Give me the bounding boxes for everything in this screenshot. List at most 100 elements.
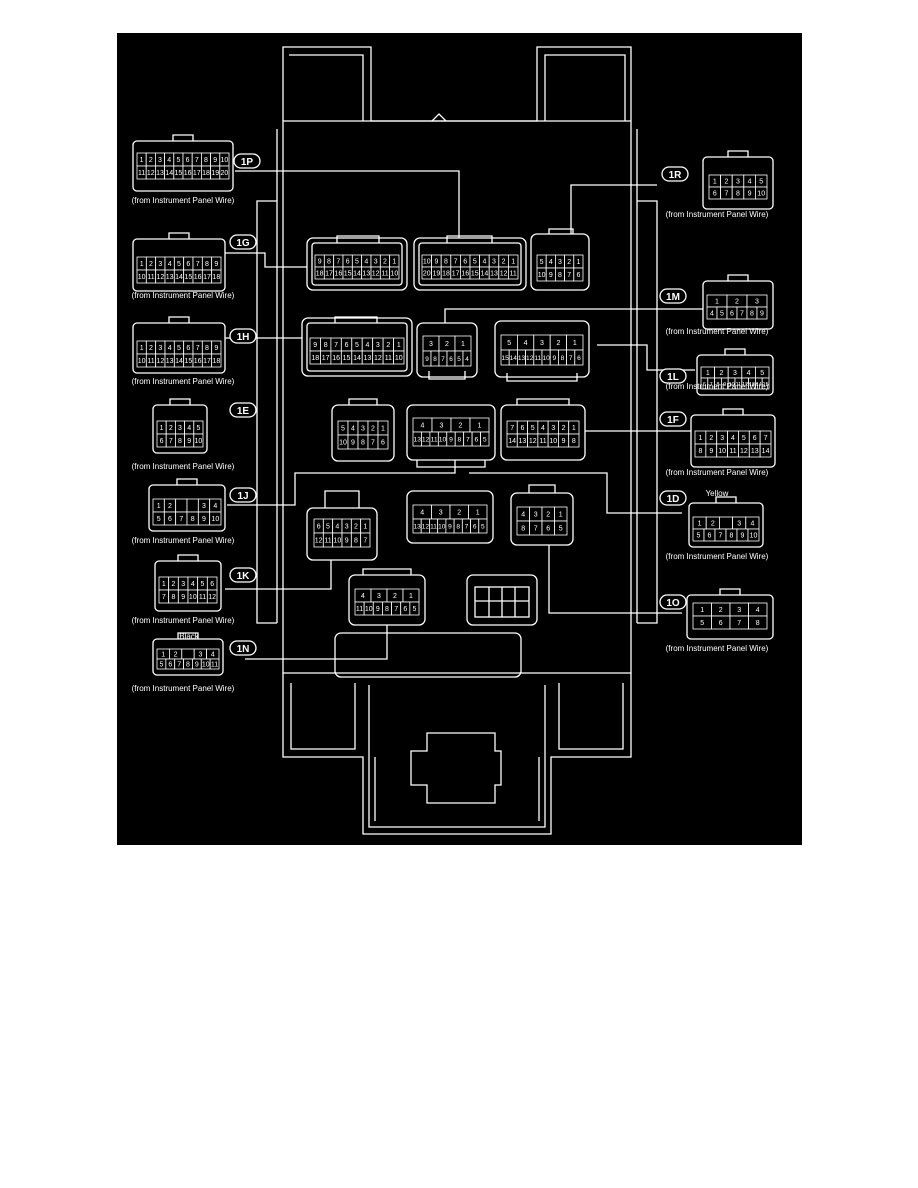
pin-number: 10 (189, 594, 197, 601)
pin-number: 4 (365, 342, 369, 349)
pin-number: 17 (452, 270, 460, 277)
connector-note: (from Instrument Panel Wire) (666, 552, 769, 561)
pin-number: 13 (413, 436, 421, 443)
pin-number: 18 (202, 170, 210, 177)
pin-number: 3 (361, 425, 365, 432)
pin-number: 19 (433, 270, 441, 277)
pin-number: 12 (156, 274, 164, 281)
connector-label: 1H (237, 332, 250, 343)
connector-label-badge (659, 288, 687, 304)
pin-number: 3 (178, 425, 182, 432)
pin-number: 13 (490, 270, 498, 277)
pin-number: 3 (158, 157, 162, 164)
pin-number: 17 (203, 358, 211, 365)
pin-number: 9 (213, 157, 217, 164)
pin-cell (409, 601, 420, 616)
pin-number: 19 (211, 170, 219, 177)
pin-number: 7 (162, 594, 166, 601)
pin-number: 8 (716, 382, 719, 388)
pin-number: 18 (311, 355, 319, 362)
pin-number: 4 (465, 356, 469, 363)
pin-number: 5 (760, 370, 764, 377)
pin-number: 11 (729, 448, 736, 455)
connector-label: 1F (667, 415, 679, 426)
pin-cell (181, 648, 195, 660)
pin-number: 4 (521, 511, 525, 518)
pin-number: 13 (362, 270, 370, 277)
pin-number: 11 (539, 438, 546, 445)
pin-number: 8 (385, 606, 389, 613)
pin-number: 6 (474, 436, 478, 443)
pin-number: 15 (175, 170, 183, 177)
pin-number: 2 (709, 435, 713, 442)
connector-lock-tab (169, 398, 191, 405)
pin-number: 9 (214, 261, 218, 268)
pin-number: 3 (377, 593, 381, 600)
pin-number: 10 (365, 606, 373, 613)
pin-number: 10 (729, 382, 735, 388)
pin-number: 6 (345, 342, 349, 349)
pin-number: 12 (500, 270, 508, 277)
connector-note: (from Instrument Panel Wire) (132, 536, 235, 545)
connector-color-label: Black (179, 632, 200, 641)
pin-number: 8 (736, 190, 740, 197)
pin-number: 4 (364, 258, 368, 265)
pin-number: 12 (315, 537, 323, 544)
pin-number: 8 (750, 310, 754, 317)
pin-number: 10 (542, 355, 550, 362)
pin-number: 7 (196, 261, 200, 268)
pin-number: 8 (205, 261, 209, 268)
pin-number: 7 (724, 190, 728, 197)
connector-label: 1M (666, 292, 680, 303)
pin-number: 5 (355, 342, 359, 349)
pin-number: 12 (526, 355, 534, 362)
pin-number: 9 (214, 345, 218, 352)
pin-number: 5 (540, 259, 544, 266)
pin-number: 15 (184, 274, 192, 281)
pin-number: 9 (425, 356, 429, 363)
pin-number: 2 (174, 651, 178, 658)
pin-number: 12 (372, 270, 380, 277)
pin-number: 5 (326, 523, 330, 530)
pin-number: 12 (740, 448, 748, 455)
connector-label-badge (229, 402, 257, 418)
pin-number: 5 (697, 532, 701, 539)
pin-number: 6 (576, 272, 580, 279)
connector-label-badge (229, 328, 257, 344)
pin-number: 6 (381, 439, 385, 446)
pin-number: 8 (186, 661, 190, 668)
pin-cell (719, 516, 734, 530)
pin-number: 14 (481, 270, 489, 277)
pin-number: 7 (740, 310, 744, 317)
pin-number: 18 (316, 270, 324, 277)
pin-number: 1 (700, 607, 704, 614)
pin-number: 1 (715, 298, 719, 305)
pin-number: 6 (210, 581, 214, 588)
pin-number: 10 (538, 272, 546, 279)
pin-number: 7 (195, 157, 199, 164)
pin-number: 10 (757, 190, 765, 197)
pin-number: 2 (371, 425, 375, 432)
pin-number: 16 (461, 270, 469, 277)
pin-number: 4 (549, 259, 553, 266)
pin-number: 15 (184, 358, 192, 365)
pin-number: 1 (706, 370, 710, 377)
pin-number: 1 (576, 259, 580, 266)
pin-number: 3 (345, 523, 349, 530)
pin-number: 1 (478, 422, 482, 429)
pin-number: 17 (203, 274, 211, 281)
pin-number: 6 (346, 258, 350, 265)
